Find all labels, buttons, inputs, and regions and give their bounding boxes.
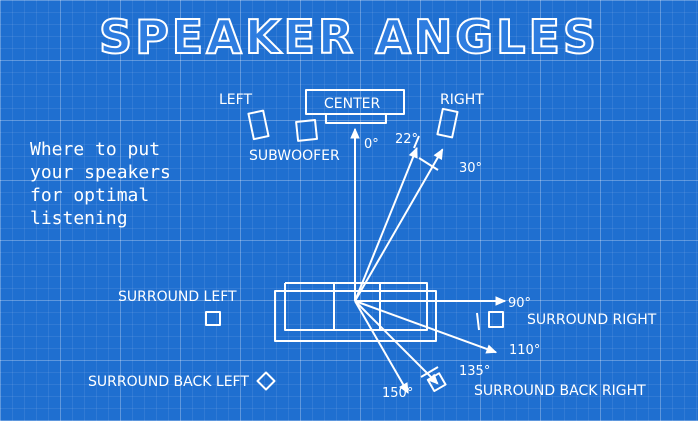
tagline-line: Where to put [30,139,161,160]
arrowhead-icon [350,127,360,139]
angle-label: 90° [508,296,532,311]
arrowhead-icon [399,382,409,394]
subwoofer-label: SUBWOOFER [249,148,340,164]
page-title: SPEAKER ANGLES [98,9,600,65]
sofa-icon [274,282,437,342]
arrowhead-icon [495,296,507,306]
right-speaker-label: RIGHT [440,92,484,108]
arrowhead-icon [433,148,444,161]
surround-right-label: SURROUND RIGHT [527,312,657,328]
surround-left-label: SURROUND LEFT [118,289,237,305]
left-speaker-icon [247,109,270,141]
angle-ray-22 [354,147,418,302]
surround-back-left-speaker-icon [256,371,276,391]
angle-rays [350,127,507,394]
angle-ticks [413,135,480,378]
tagline-line: for optimal [30,185,150,206]
center-speaker-icon [305,89,405,124]
angle-ray-30 [354,148,444,302]
angle-label: 0° [364,137,379,152]
surround-right-speaker-icon [488,311,504,328]
tagline-line: your speakers [30,162,171,183]
angle-ray-150 [354,300,409,394]
angle-label: 30° [459,161,483,176]
angle-label: 135° [459,364,491,379]
arrowhead-icon [485,344,498,354]
right-speaker-icon [436,107,459,139]
surround-back-left-label: SURROUND BACK LEFT [88,374,249,390]
surround-back-right-label: SURROUND BACK RIGHT [474,383,646,399]
center-speaker-label: CENTER [324,96,381,112]
arrowhead-icon [408,146,418,159]
angle-label: 150° [382,386,414,401]
tagline: Where to put your speakers for optimal l… [30,138,230,230]
left-speaker-label: LEFT [219,92,253,108]
angle-ray-135 [354,300,439,385]
subwoofer-icon [295,119,318,142]
angle-ray-110 [354,300,497,354]
tagline-line: listening [30,208,128,229]
angle-label: 22° [395,132,419,147]
angle-label: 110° [509,343,541,358]
surround-left-speaker-icon [205,311,221,326]
arrowhead-icon [427,373,439,385]
